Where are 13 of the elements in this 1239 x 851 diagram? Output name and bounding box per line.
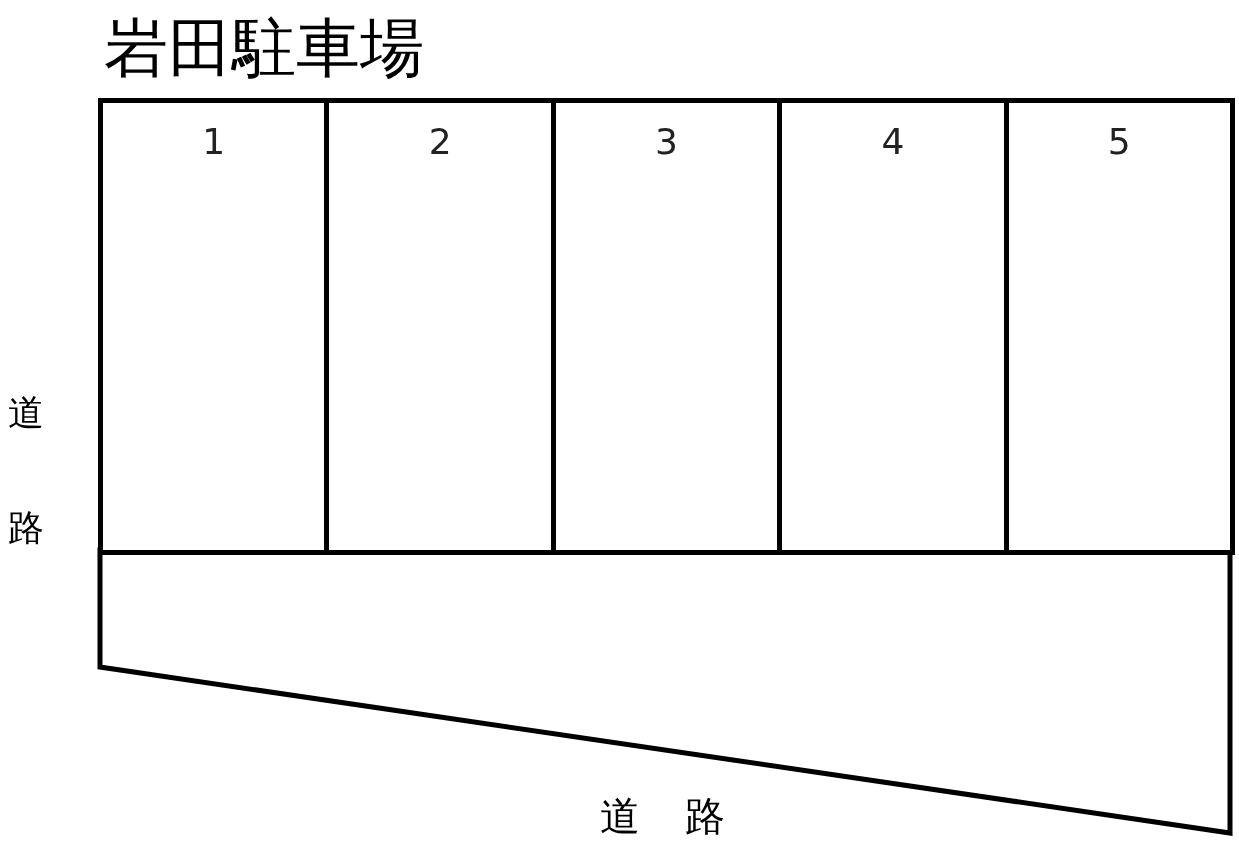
space-number: 1	[201, 121, 227, 162]
parking-space	[98, 98, 325, 555]
space-number: 2	[427, 121, 453, 162]
parking-lot-title: 岩田駐車場	[104, 10, 424, 87]
road-label: 道路	[8, 391, 44, 551]
road-label: 道路	[600, 792, 770, 841]
space-number: 5	[1106, 121, 1132, 162]
parking-space	[324, 98, 551, 555]
parking-space	[777, 98, 1004, 555]
space-number: 3	[654, 121, 679, 162]
space-number: 4	[880, 121, 906, 162]
parking-space	[550, 98, 778, 555]
parking-space	[1003, 98, 1235, 555]
